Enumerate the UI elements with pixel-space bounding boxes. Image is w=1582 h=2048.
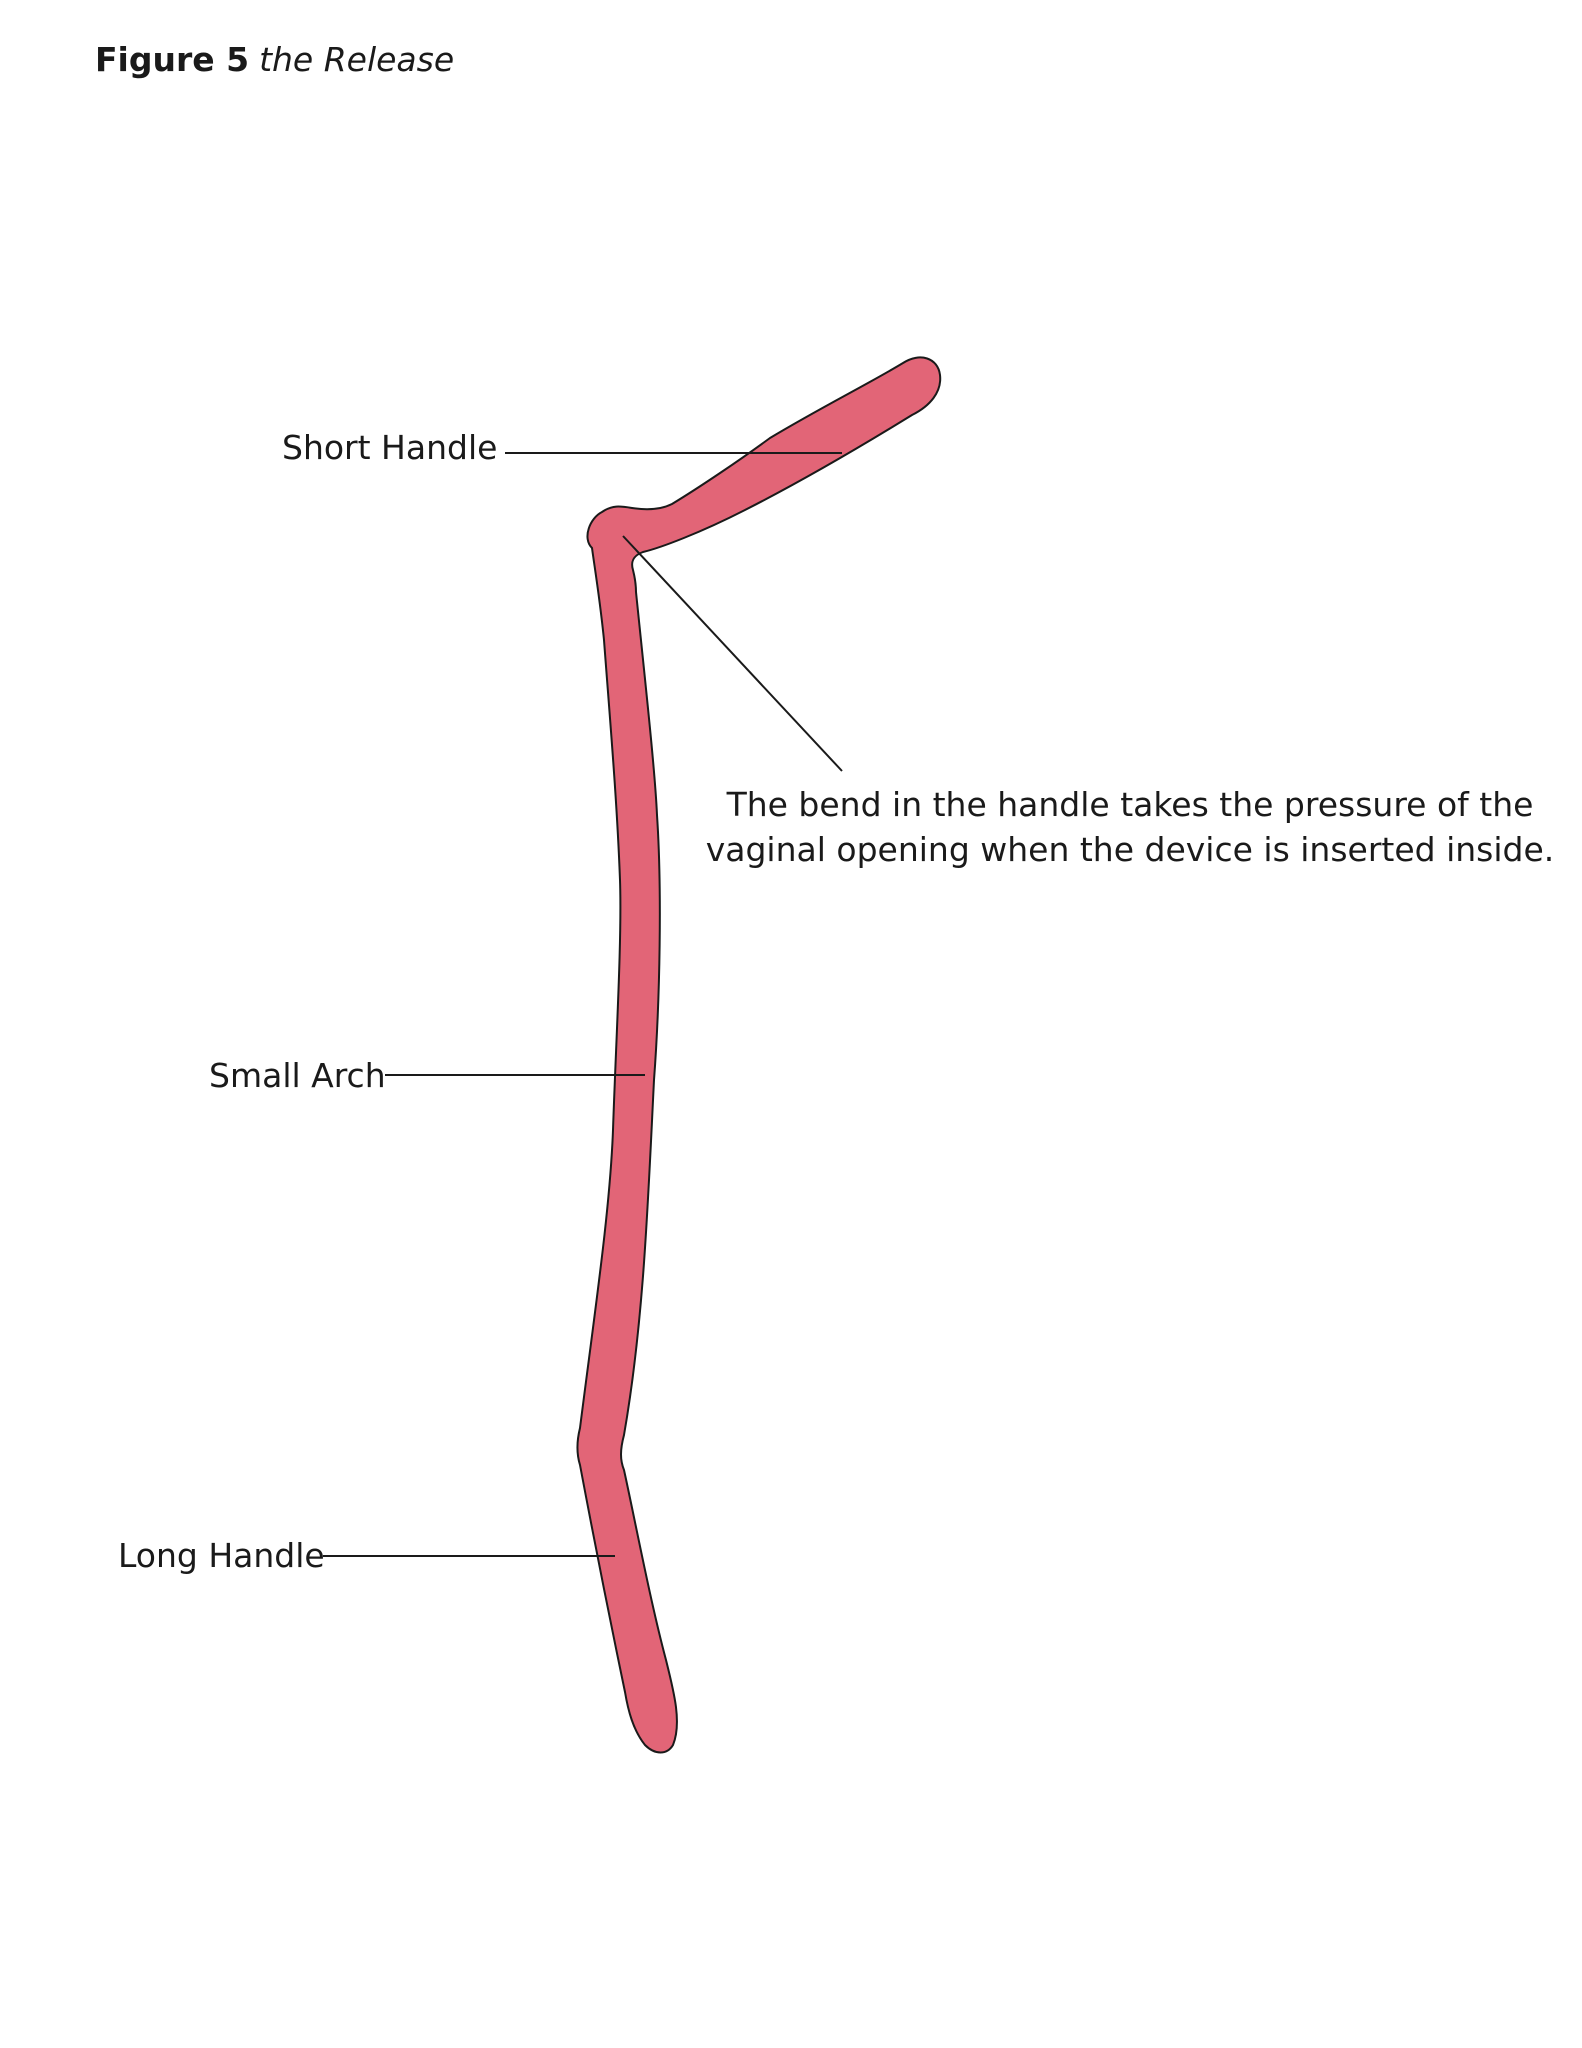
bend-note-line-2: vaginal opening when the device is inser… [705, 830, 1555, 869]
figure-name: the Release [259, 40, 455, 79]
bend-note-line-1: The bend in the handle takes the pressur… [726, 785, 1534, 824]
long-handle-label: Long Handle [118, 1536, 325, 1575]
bend-note: The bend in the handle takes the pressur… [700, 782, 1560, 872]
figure-number: Figure 5 [95, 40, 250, 79]
small-arch-label: Small Arch [209, 1056, 386, 1095]
bend-leader [622, 535, 843, 772]
short-handle-label: Short Handle [282, 428, 498, 467]
release-device-shape [576, 356, 942, 1754]
